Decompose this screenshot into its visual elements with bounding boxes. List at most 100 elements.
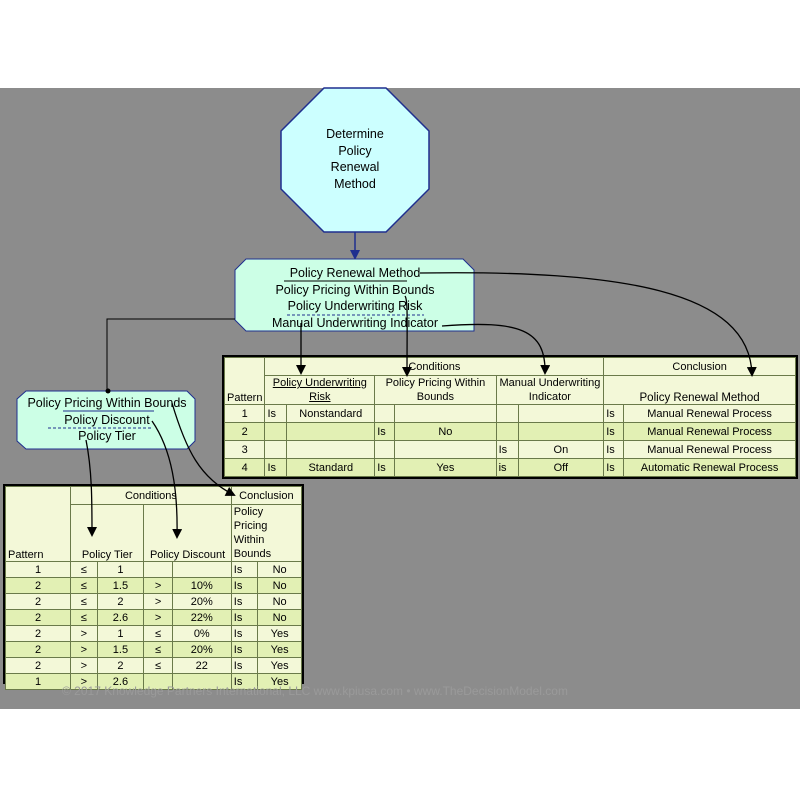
table-cell: ≤ (143, 641, 173, 658)
table-cell: No (257, 577, 302, 594)
table-cell: Is (230, 577, 259, 594)
table-cell: Manual Renewal Process (623, 440, 796, 459)
col-renewal: Policy Renewal Method (603, 375, 796, 405)
table-cell: Yes (257, 625, 302, 642)
table-cell (394, 404, 497, 423)
table-cell: No (394, 422, 497, 441)
table-cell: No (257, 561, 302, 578)
col-conclusion-line: Bounds (233, 548, 272, 560)
sub-pattern-header: Pattern (4, 486, 72, 562)
conditions-header: Conditions (264, 357, 605, 376)
table-cell: Is (264, 458, 288, 477)
main-node-conclusion: Policy Renewal Method (289, 266, 421, 280)
col-pricing: Policy Pricing Within Bounds (374, 375, 497, 405)
table-cell: 3 (223, 440, 266, 459)
table-cell (143, 673, 173, 690)
table-cell: 22 (171, 657, 232, 674)
table-cell: Is (264, 404, 288, 423)
root-decision-octagon (280, 87, 430, 233)
table-cell (264, 440, 288, 459)
table-cell: Automatic Renewal Process (623, 458, 796, 477)
table-cell: ≤ (70, 593, 98, 610)
pattern-header: Pattern (223, 357, 266, 405)
table-cell: > (143, 577, 173, 594)
table-cell: 2 (4, 593, 72, 610)
table-cell: 2 (96, 593, 145, 610)
table-cell: Yes (394, 458, 497, 477)
main-node-condition: Policy Pricing Within Bounds (275, 282, 435, 297)
col-conclusion-line: Within (233, 534, 265, 546)
main-node-condition: Manual Underwriting Indicator (271, 315, 439, 330)
table-cell: Manual Renewal Process (623, 422, 796, 441)
table-cell: 1 (223, 404, 266, 423)
table-cell: Is (230, 657, 259, 674)
table-cell: Is (230, 625, 259, 642)
table-cell (394, 440, 497, 459)
sub-conditions-header: Conditions (70, 486, 232, 505)
table-cell: > (70, 673, 98, 690)
root-line: Renewal (330, 160, 380, 174)
table-cell: Yes (257, 641, 302, 658)
table-cell: Nonstandard (286, 404, 376, 423)
table-cell (495, 404, 519, 423)
root-line: Method (334, 176, 376, 191)
table-cell: On (517, 440, 605, 459)
table-cell: Is (603, 422, 625, 441)
table-cell (264, 422, 288, 441)
root-line: Policy (338, 143, 372, 158)
col-underwriting-risk-label: Policy Underwriting Risk (272, 377, 367, 403)
table-cell: Is (230, 673, 259, 690)
col-pricing-within-bounds: Policy Pricing Within Bounds (230, 504, 303, 562)
table-cell: 2 (96, 657, 145, 674)
table-cell (286, 440, 376, 459)
table-cell: 1.5 (96, 641, 145, 658)
table-cell: ≤ (143, 657, 173, 674)
col-manual-label: Manual Underwriting Indicator (499, 377, 601, 403)
main-decision-table: Pattern Conditions Conclusion Policy Und… (223, 357, 796, 477)
table-cell: Yes (257, 657, 302, 674)
table-cell (143, 561, 173, 578)
table-cell (286, 422, 376, 441)
table-cell: Yes (257, 673, 302, 690)
table-cell: 10% (171, 577, 232, 594)
table-cell: Is (374, 422, 396, 441)
table-cell: Is (603, 458, 625, 477)
table-cell (374, 440, 396, 459)
main-node-condition: Policy Underwriting Risk (287, 299, 423, 313)
col-conclusion-line: Policy Pricing (233, 506, 268, 532)
root-line: Determine (326, 127, 384, 141)
table-cell: 2.6 (96, 609, 145, 626)
table-cell: Is (230, 593, 259, 610)
table-cell: > (70, 625, 98, 642)
col-underwriting-risk: Policy Underwriting Risk (264, 375, 376, 405)
col-pricing-label: Policy Pricing Within Bounds (385, 377, 486, 403)
table-cell: 4 (223, 458, 266, 477)
table-cell (374, 404, 396, 423)
table-cell (517, 404, 605, 423)
sub-decision-table: Pattern Conditions Conclusion Policy Tie… (4, 486, 303, 690)
sub-node-condition: Policy Tier (78, 429, 136, 443)
sub-conclusion-header: Conclusion (230, 486, 303, 505)
sub-node: Policy Pricing Within Bounds Policy Disc… (17, 395, 197, 445)
table-cell: 2 (223, 422, 266, 441)
table-cell: 1 (4, 561, 72, 578)
table-cell: Off (517, 458, 605, 477)
table-cell: is (495, 458, 519, 477)
table-cell: ≤ (70, 577, 98, 594)
table-cell: ≤ (70, 561, 98, 578)
table-cell: 1 (96, 625, 145, 642)
table-cell: > (143, 593, 173, 610)
table-cell: Is (230, 609, 259, 626)
table-cell: ≤ (143, 625, 173, 642)
col-policy-discount: Policy Discount (143, 504, 232, 562)
root-decision-label: Determine Policy Renewal Method (296, 126, 414, 192)
